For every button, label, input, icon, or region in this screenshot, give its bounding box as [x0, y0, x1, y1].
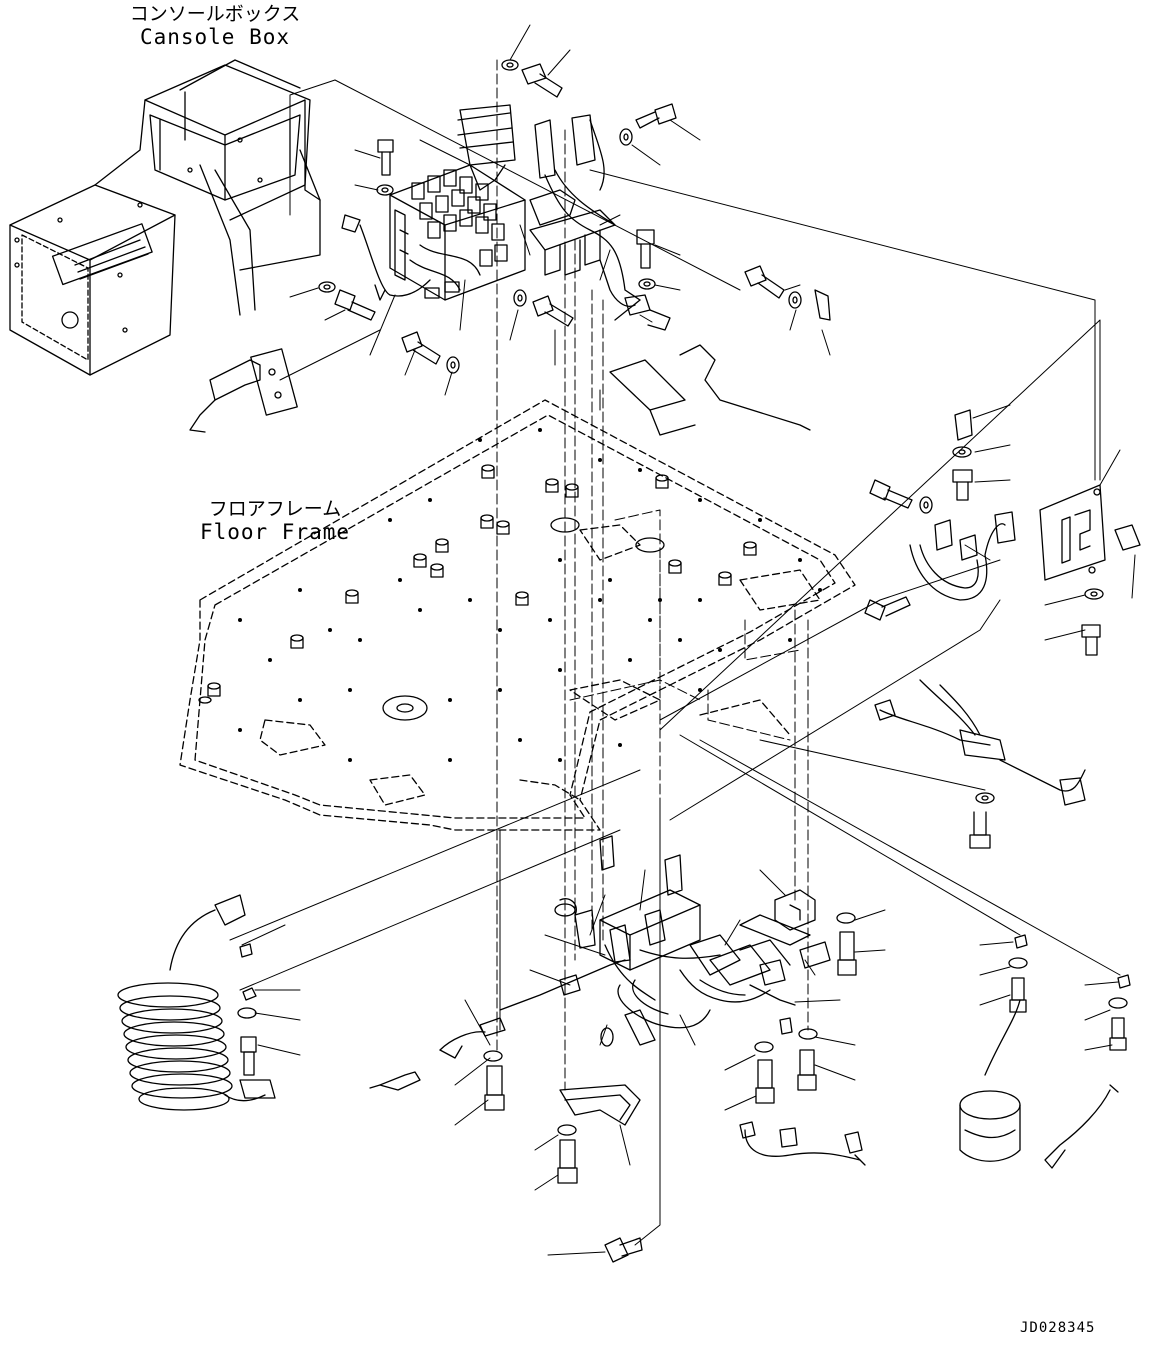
horn-icon [740, 1122, 865, 1165]
floor-frame-label: フロアフレーム Floor Frame [190, 498, 360, 544]
floor-bosses [199, 465, 756, 703]
console-box-label-en: Cansole Box [139, 25, 291, 49]
bolt-icon [335, 64, 1140, 655]
washer-icon [319, 60, 1103, 803]
drawing-id: JD028345 [1020, 1320, 1096, 1336]
floor-frame-features [199, 428, 822, 762]
console-box-label: コンソールボックス Cansole Box [125, 3, 305, 49]
fuse-box-icon [342, 165, 525, 300]
bracket-icon [190, 345, 810, 435]
coiled-cable-icon [118, 895, 420, 1110]
floor-frame-label-jp: フロアフレーム [208, 498, 342, 520]
lower-harness [440, 836, 830, 1125]
assembly-lines [497, 60, 808, 1090]
harness-connectors [458, 105, 670, 330]
floor-frame-label-en: Floor Frame [199, 520, 351, 544]
clamp-icon [815, 290, 977, 560]
connector-icon [875, 485, 1105, 805]
leader-lines [230, 25, 1135, 1255]
lower-bolts [238, 913, 1130, 1262]
floor-frame [180, 400, 855, 830]
console-box-label-jp: コンソールボックス [129, 3, 301, 25]
console-box [10, 60, 320, 375]
sensor-icon [960, 812, 1118, 1168]
relay-icon [412, 170, 507, 266]
floor-holes [238, 428, 822, 762]
